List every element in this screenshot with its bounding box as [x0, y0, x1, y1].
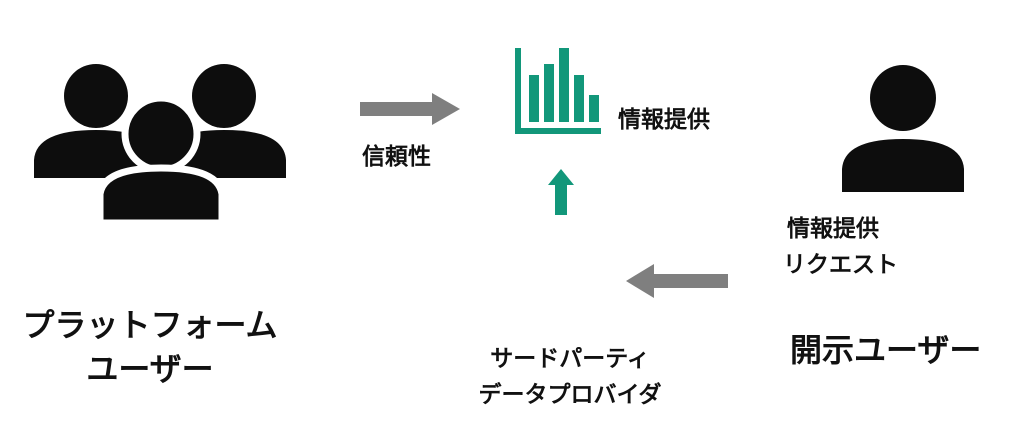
- arrow-right-icon: [360, 93, 460, 125]
- trust-label: 信頼性: [362, 144, 431, 170]
- platform-users-label-line2: ユーザー: [86, 350, 214, 388]
- arrow-left-icon: [626, 264, 728, 298]
- disclosing-user-label: 開示ユーザー: [790, 331, 982, 369]
- arrow-up-icon: [548, 169, 574, 215]
- data-provision-label: 情報提供: [618, 107, 710, 133]
- third-party-label-line2: データプロバイダ: [478, 382, 662, 408]
- bar-chart-icon: [512, 45, 604, 137]
- platform-users-label-line1: プラットフォーム: [22, 306, 278, 344]
- request-label-line2: リクエスト: [783, 252, 898, 278]
- user-icon: [840, 65, 966, 193]
- users-group-icon: [28, 60, 292, 226]
- third-party-label-line1: サードパーティ: [490, 346, 650, 372]
- request-label-line1: 情報提供: [787, 216, 879, 242]
